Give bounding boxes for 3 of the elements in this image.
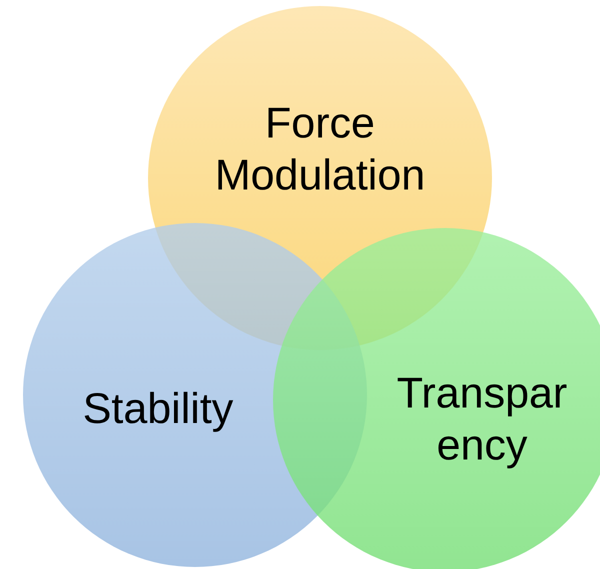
circle-label: Transpar ency xyxy=(396,368,568,471)
circle-label: Stability xyxy=(82,384,234,436)
circle-label: Force Modulation xyxy=(214,98,426,201)
